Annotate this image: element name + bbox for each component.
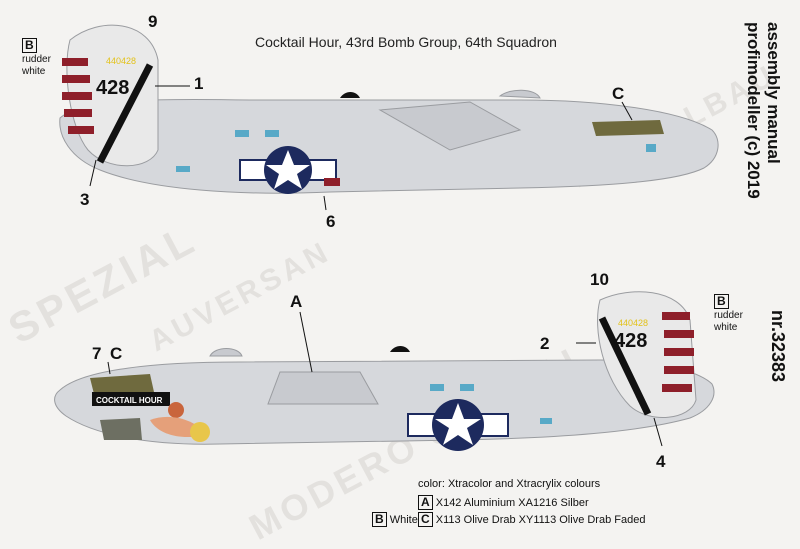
top-rudder-letter: B xyxy=(22,38,37,53)
color-legend: color: Xtracolor and Xtracrylix colours … xyxy=(418,478,645,529)
top-rudder-label: B rudder white xyxy=(22,36,51,78)
top-tail-stripes xyxy=(62,58,94,134)
legend-item-C: C X113 Olive Drab XY1113 Olive Drab Fade… xyxy=(418,512,645,529)
top-tail-number: 428 xyxy=(96,77,129,99)
callout-C-bottom: C xyxy=(110,344,123,363)
top-serial: 440428 xyxy=(106,56,136,66)
callout-7: 7 xyxy=(92,344,102,363)
callout-1: 1 xyxy=(194,74,204,93)
legend-text-A: X142 Aluminium XA1216 Silber xyxy=(435,497,589,509)
callout-10: 10 xyxy=(590,270,609,289)
bottom-rudder-text-2: white xyxy=(714,322,738,333)
callout-2: 2 xyxy=(540,334,550,353)
legend-heading: color: Xtracolor and Xtracrylix colours xyxy=(418,478,601,490)
page-title: Cocktail Hour, 43rd Bomb Group, 64th Squ… xyxy=(255,34,557,50)
legend-text-C: X113 Olive Drab XY1113 Olive Drab Faded xyxy=(435,514,646,526)
bottom-rudder-letter: B xyxy=(714,294,729,309)
callout-6: 6 xyxy=(326,212,336,231)
callout-9: 9 xyxy=(148,12,158,31)
bottom-rudder-text-1: rudder xyxy=(714,310,743,321)
legend-white: B White xyxy=(372,512,418,527)
legend-letter-B: B xyxy=(372,512,387,527)
top-aircraft xyxy=(59,24,719,211)
bottom-tail-stripes xyxy=(662,312,694,392)
bottom-rudder-label: B rudder white xyxy=(714,292,743,334)
legend-text-B: White xyxy=(389,514,418,526)
bottom-serial: 440428 xyxy=(618,318,648,328)
legend-item-A: A X142 Aluminium XA1216 Silber xyxy=(418,495,645,512)
legend-letter-C: C xyxy=(418,512,433,527)
legend-letter-A: A xyxy=(418,495,433,510)
callout-4: 4 xyxy=(656,452,666,471)
callout-C-top: C xyxy=(612,84,625,103)
code-text: nr.32383 xyxy=(768,310,788,382)
nose-art-label: COCKTAIL HOUR xyxy=(96,396,163,405)
callout-A: A xyxy=(290,292,303,311)
bottom-tail-number: 428 xyxy=(614,330,647,352)
vertical-heading: profimodeller (c) 2019 assembly manual xyxy=(744,22,782,199)
top-rudder-text-2: white xyxy=(22,66,46,77)
brand-text: profimodeller (c) 2019 xyxy=(744,22,763,199)
callout-3: 3 xyxy=(80,190,90,209)
vertical-code: nr.32383 xyxy=(768,310,788,382)
nose-art xyxy=(92,392,210,442)
bottom-aircraft xyxy=(54,291,715,451)
top-rudder-text-1: rudder xyxy=(22,54,51,65)
manual-text: assembly manual xyxy=(764,22,782,164)
